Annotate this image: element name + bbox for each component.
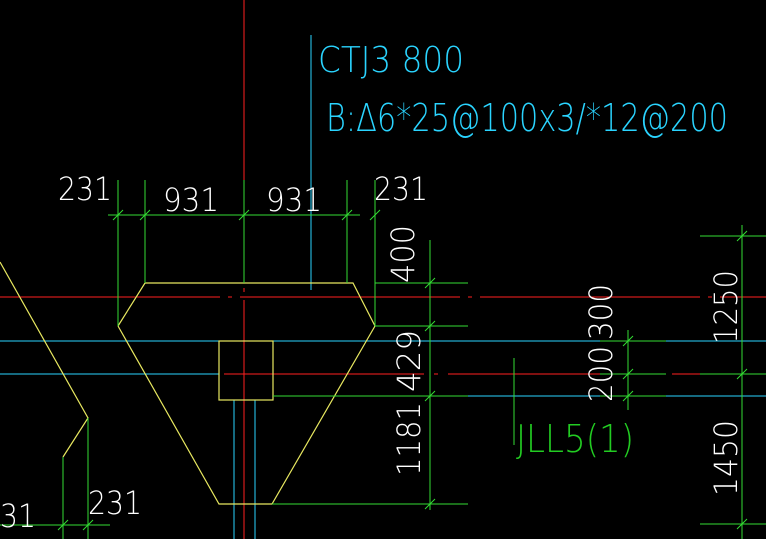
dim-vertical-1181: 1181: [390, 402, 428, 476]
dim-top-left-inner: 931: [163, 181, 219, 219]
column-rectangle: [218, 340, 274, 401]
dimension-lines: [0, 180, 766, 539]
dim-vertical-400: 400: [384, 225, 422, 283]
dim-vertical-1250: 1250: [707, 270, 745, 344]
beam-label: JLL5(1): [516, 417, 634, 461]
dim-top-left-outer: 231: [58, 170, 112, 208]
dim-vertical-200: 200: [582, 346, 620, 402]
dim-vertical-1450: 1450: [707, 420, 745, 496]
cap-name-label: CTJ3 800: [318, 40, 464, 81]
dim-top-right-outer: 231: [374, 170, 428, 208]
cap-reinforcement-label: B:Δ6*25@100x3/*12@200: [326, 96, 728, 140]
dim-bottom-left-31: 31: [0, 497, 36, 535]
dim-bottom-left-231: 231: [88, 484, 142, 522]
dim-vertical-429: 429: [390, 330, 428, 392]
dim-top-right-inner: 931: [266, 181, 322, 219]
dim-vertical-300: 300: [582, 284, 620, 340]
